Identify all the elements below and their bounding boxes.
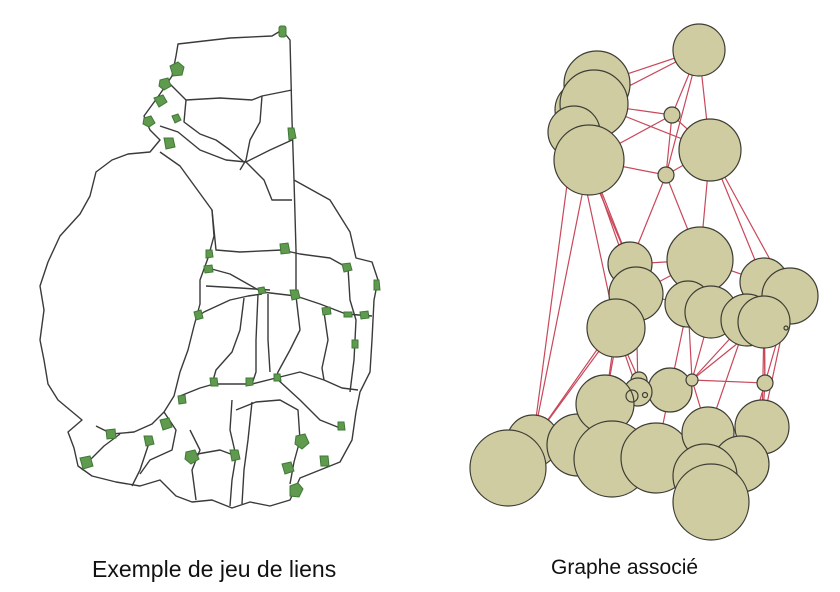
patch [142, 115, 156, 128]
associated-graph [469, 23, 819, 541]
patch [257, 286, 267, 295]
patch [359, 310, 370, 320]
caption-associated-graph: Graphe associé [551, 556, 699, 579]
patch [193, 309, 204, 321]
graph-node [737, 295, 791, 349]
graph-edge [665, 114, 673, 176]
patch [177, 394, 187, 405]
patch [153, 94, 168, 108]
patch [289, 482, 304, 498]
graph-nodes [469, 23, 819, 541]
graph-node-small [625, 389, 639, 403]
patch [159, 417, 173, 431]
patch [79, 455, 94, 470]
graph-edge [532, 159, 590, 442]
graph-node [685, 373, 699, 387]
graph-node [672, 463, 750, 541]
patch [294, 433, 310, 450]
caption-link-network: Exemple de jeu de liens [92, 556, 337, 582]
graph-node [756, 374, 774, 392]
graph-node [672, 23, 726, 77]
patch [287, 127, 297, 141]
patch [245, 377, 254, 387]
graph-node [657, 166, 675, 184]
patch [281, 461, 295, 475]
patch [279, 242, 291, 255]
network-outline [39, 29, 379, 509]
patch [171, 113, 182, 124]
graph-node [586, 298, 646, 358]
patch [351, 339, 359, 349]
patch [143, 435, 155, 447]
patch [278, 25, 287, 38]
patch [341, 262, 353, 273]
graph-node-small [641, 391, 649, 399]
patch [373, 279, 381, 291]
inner-outline-left [95, 151, 215, 435]
patch [163, 137, 176, 150]
patch [203, 264, 214, 274]
graph-node [666, 226, 734, 294]
patch [205, 249, 214, 259]
graph-node [553, 124, 625, 196]
patch [209, 377, 219, 387]
patch [169, 61, 185, 77]
graph-edge [691, 379, 766, 384]
graph-node [647, 367, 693, 413]
patch [184, 449, 200, 465]
patch [289, 289, 301, 301]
patch [273, 373, 282, 382]
graph-node-small [783, 325, 789, 331]
patch [229, 449, 241, 462]
patch [105, 428, 117, 440]
graph-node [663, 106, 681, 124]
patch [158, 77, 172, 91]
graph-node [678, 118, 742, 182]
patch [321, 306, 332, 316]
patch [343, 311, 353, 318]
patch [337, 421, 346, 431]
graph-node [469, 429, 547, 507]
patch [319, 455, 330, 467]
habitat-patches [79, 25, 381, 498]
